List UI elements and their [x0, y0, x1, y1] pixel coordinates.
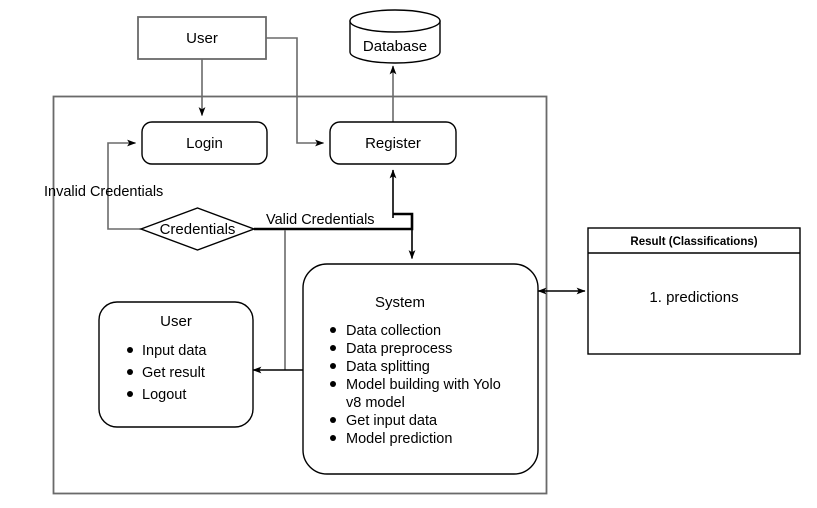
node-user-top[interactable]: User — [137, 16, 267, 60]
system-item-4: Get input data — [346, 413, 438, 429]
system-box — [302, 263, 539, 475]
login-label: Login — [186, 135, 223, 152]
user-bottom-item-0: Input data — [142, 343, 207, 359]
system-item-3-wrap: v8 model — [346, 395, 405, 411]
result-box — [587, 227, 801, 355]
node-user-bottom[interactable]: User Input data Get result Logout — [98, 301, 254, 428]
node-credentials[interactable]: Credentials — [138, 207, 257, 251]
system-item-5: Model prediction — [346, 431, 452, 447]
edge-invalid-credentials — [107, 139, 141, 230]
node-database[interactable]: Database — [349, 9, 441, 64]
bullet-dot — [330, 327, 336, 333]
credentials-diamond — [138, 207, 257, 251]
bullet-dot — [127, 369, 133, 375]
system-item-1: Data preprocess — [346, 341, 452, 357]
database-cylinder-body — [349, 20, 441, 64]
user-top-box — [137, 16, 267, 60]
node-result[interactable]: Result (Classifications) 1. predictions — [587, 227, 801, 355]
node-login[interactable]: Login — [141, 121, 268, 165]
credentials-label: Credentials — [160, 221, 236, 238]
bullet-dot — [330, 381, 336, 387]
login-box — [141, 121, 268, 165]
label-invalid-credentials: Invalid Credentials — [44, 184, 163, 200]
system-item-2: Data splitting — [346, 359, 430, 375]
database-label: Database — [363, 38, 427, 55]
user-bottom-box — [98, 301, 254, 428]
system-item-3: Model building with Yolo — [346, 377, 501, 393]
bullet-dot — [330, 363, 336, 369]
node-register[interactable]: Register — [329, 121, 457, 165]
result-body-text: 1. predictions — [649, 289, 738, 306]
edge-credentials-to-system — [254, 228, 416, 260]
bullet-dot — [330, 417, 336, 423]
bullet-dot — [127, 391, 133, 397]
user-bottom-item-2: Logout — [142, 387, 186, 403]
result-header-label: Result (Classifications) — [630, 236, 757, 248]
register-label: Register — [365, 135, 421, 152]
user-bottom-item-1: Get result — [142, 365, 205, 381]
system-item-0: Data collection — [346, 323, 441, 339]
user-bottom-label: User — [160, 313, 192, 330]
user-top-label: User — [186, 30, 218, 47]
bullet-dot — [330, 345, 336, 351]
outer-boundary-container — [52, 95, 548, 495]
bullet-dot — [330, 435, 336, 441]
database-cylinder-top — [349, 9, 441, 33]
edge-user-to-register — [266, 37, 325, 147]
bullet-dot — [127, 347, 133, 353]
node-system[interactable]: System Data collection Data preprocess D… — [302, 263, 539, 475]
system-label: System — [375, 294, 425, 311]
label-valid-credentials: Valid Credentials — [266, 212, 375, 228]
register-box — [329, 121, 457, 165]
